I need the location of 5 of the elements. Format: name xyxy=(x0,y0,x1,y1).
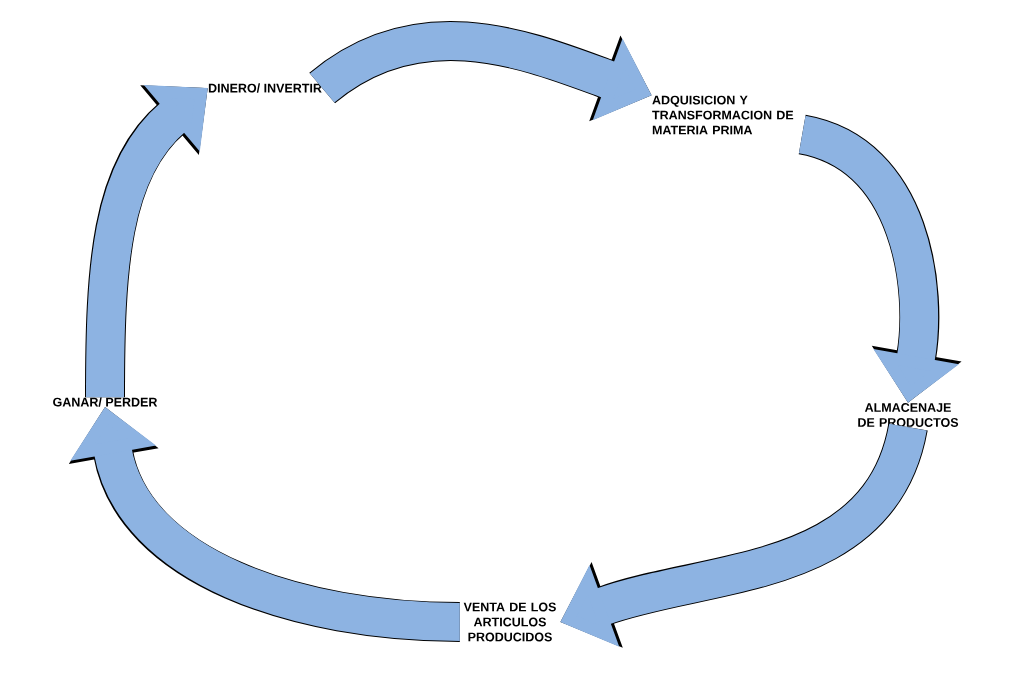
step-label: ALMACENAJE DE PRODUCTOS xyxy=(858,403,959,427)
step-label: GANAR/ PERDER xyxy=(53,397,158,407)
step-label: DINERO/ INVERTIR xyxy=(208,83,322,93)
step-label: ADQUISICION Y TRANSFORMACION DE MATERIA PRIMA xyxy=(652,95,794,135)
step-label: VENTA DE LOS ARTICULOS PRODUCIDOS xyxy=(463,602,556,642)
